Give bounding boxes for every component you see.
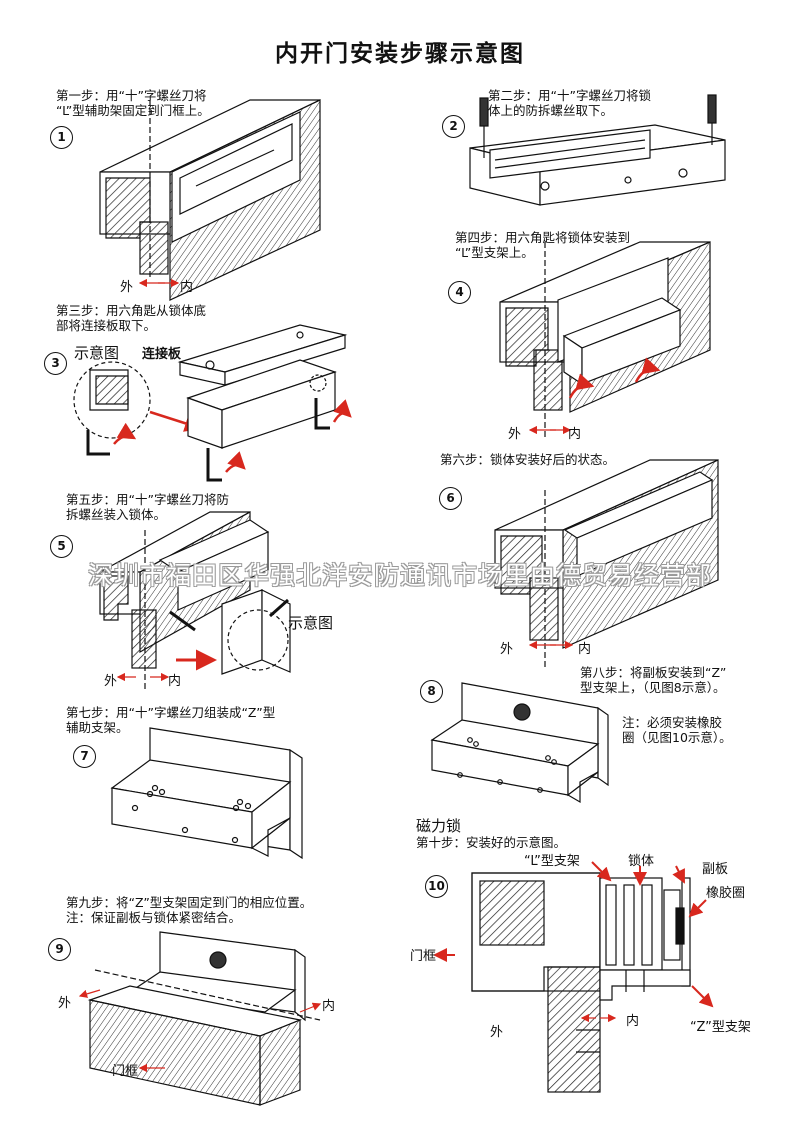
step10-l-bracket-label: “L”型支架 xyxy=(524,854,580,869)
step1-figure xyxy=(99,99,321,301)
step5-badge: 5 xyxy=(50,535,73,558)
step5-text-line1: 第五步：用“十”字螺丝刀将防 xyxy=(66,492,229,507)
step8-text-line1: 第八步：将副板安装到“Z” xyxy=(580,665,727,680)
step10-text-line1: 第十步：安装好的示意图。 xyxy=(416,835,567,850)
step10-heading: 磁力锁 xyxy=(416,817,462,835)
step2-badge: 2 xyxy=(442,115,465,138)
step5-text-line2: 拆螺丝装入锁体。 xyxy=(66,507,167,522)
step10-sub-plate-label: 副板 xyxy=(702,862,729,877)
step4-figure xyxy=(499,241,711,440)
step8-note-line1: 注：必须安装橡胶 xyxy=(622,715,723,730)
step2-text-line2: 体上的防拆螺丝取下。 xyxy=(488,103,614,118)
step10-rubber-ring-label: 橡胶圈 xyxy=(706,886,746,901)
step5-inner-label: 内 xyxy=(168,674,182,689)
step1-text-line2: “L”型辅助架固定到门框上。 xyxy=(56,103,210,118)
step3-text-line2: 部将连接板取下。 xyxy=(56,318,157,333)
step10-outer-label: 外 xyxy=(490,1025,504,1040)
step4-outer-label: 外 xyxy=(508,427,522,442)
step5-outer-label: 外 xyxy=(104,674,118,689)
step10-badge: 10 xyxy=(425,875,448,898)
step7-badge: 7 xyxy=(73,745,96,768)
step3-badge: 3 xyxy=(44,352,67,375)
step9-figure xyxy=(78,931,322,1106)
watermark: 深圳市福田区华强北洋安防通讯市场里由德贸易经营部 xyxy=(87,561,712,590)
step9-badge: 9 xyxy=(48,938,71,961)
step5-figure xyxy=(99,510,291,690)
step3-figure xyxy=(73,324,352,482)
step6-outer-label: 外 xyxy=(500,642,514,657)
step4-text-line1: 第四步：用六角匙将锁体安装到 xyxy=(455,230,631,245)
step2-text-line1: 第二步：用“十”字螺丝刀将锁 xyxy=(488,88,651,103)
step6-badge: 6 xyxy=(439,487,462,510)
step3-plate-label: 连接板 xyxy=(142,347,182,362)
step2-figure xyxy=(469,94,726,206)
step5-caption: 示意图 xyxy=(288,614,334,632)
page-title: 内开门安装步骤示意图 xyxy=(275,41,525,67)
step10-lock-body-label: 锁体 xyxy=(628,854,655,869)
step10-frame-label: 门框 xyxy=(410,949,437,964)
step1-outer-label: 外 xyxy=(120,280,134,295)
step10-inner-label: 内 xyxy=(626,1014,640,1029)
step9-text-line1: 第九步：将“Z”型支架固定到门的相应位置。 xyxy=(66,895,313,910)
step3-caption: 示意图 xyxy=(74,344,120,362)
step6-figure xyxy=(494,459,719,670)
step6-inner-label: 内 xyxy=(578,642,592,657)
step7-text-line2: 辅助支架。 xyxy=(66,720,129,735)
step4-badge: 4 xyxy=(448,281,471,304)
step10-figure xyxy=(433,861,714,1093)
step1-badge: 1 xyxy=(50,126,73,149)
step8-badge: 8 xyxy=(420,680,443,703)
step7-text-line1: 第七步：用“十”字螺丝刀组装成“Z”型 xyxy=(66,705,276,720)
step8-text-line2: 型支架上，（见图8示意）。 xyxy=(580,680,726,695)
step4-text-line2: “L”型支架上。 xyxy=(455,245,534,260)
step8-figure xyxy=(430,682,609,804)
step10-z-bracket-label: “Z”型支架 xyxy=(690,1020,751,1035)
step3-text-line1: 第三步：用六角匙从锁体底 xyxy=(56,303,207,318)
step9-outer-label: 外 xyxy=(58,996,72,1011)
step9-frame-label: 门框 xyxy=(112,1064,139,1079)
step6-text-line1: 第六步：锁体安装好后的状态。 xyxy=(440,452,616,467)
step1-text-line1: 第一步：用“十”字螺丝刀将 xyxy=(56,88,207,103)
step4-inner-label: 内 xyxy=(568,427,582,442)
step9-inner-label: 内 xyxy=(322,999,336,1014)
step9-text-line2: 注：保证副板与锁体紧密结合。 xyxy=(66,910,242,925)
step1-inner-label: 内 xyxy=(180,280,194,295)
step8-note-line2: 圈（见图10示意）。 xyxy=(622,730,732,745)
step7-figure xyxy=(110,727,303,860)
